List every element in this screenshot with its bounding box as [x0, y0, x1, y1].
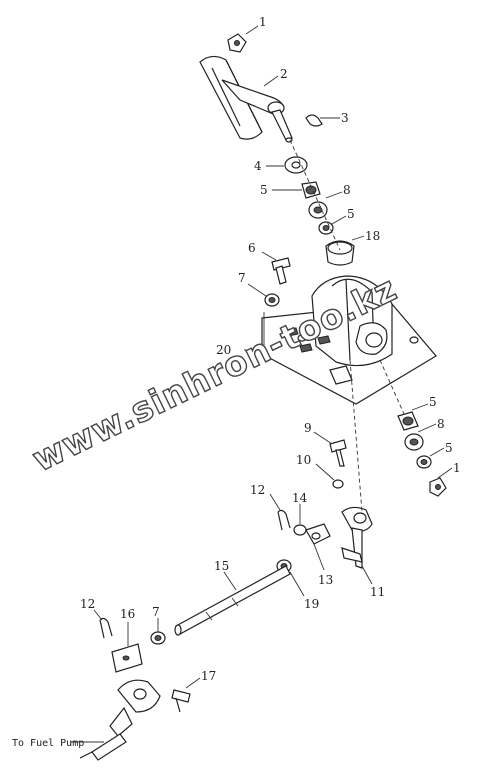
clip-1-right: [429, 477, 447, 497]
callout-6: 6: [248, 241, 256, 255]
callout-9: 9: [304, 421, 312, 435]
bolt-9: [329, 439, 347, 467]
pedal-shaft: [271, 109, 293, 143]
callout-16: 16: [120, 607, 135, 621]
nut-7: [264, 293, 280, 307]
nut-5-top: [301, 181, 321, 199]
callout-12-a: 12: [250, 483, 265, 497]
callout-5-d: 5: [445, 441, 453, 455]
callout-7-b: 7: [152, 605, 160, 619]
callout-2: 2: [280, 67, 288, 81]
cotter-pin-12-lower: [99, 617, 113, 639]
callout-15: 15: [214, 559, 229, 573]
callout-20: 20: [216, 343, 231, 357]
callout-8-b: 8: [437, 417, 445, 431]
fuel-pump-lever: [109, 679, 161, 737]
boot-18: [325, 240, 355, 266]
nut-5-right-bottom: [416, 455, 432, 469]
callout-5-c: 5: [429, 395, 437, 409]
callout-1-b: 1: [453, 461, 461, 475]
link-13: [305, 523, 331, 545]
callout-1: 1: [259, 15, 267, 29]
nut-7-lower: [150, 631, 166, 645]
nut-5-mid: [318, 221, 334, 235]
callout-12-b: 12: [80, 597, 95, 611]
cotter-pin-3: [305, 114, 323, 127]
callouts: 1 2 3 4 5 8 5 18 6 7 20 5 8 5 1 9 10 12 …: [12, 15, 461, 749]
callout-3: 3: [341, 111, 349, 125]
rod-15: [174, 565, 291, 636]
callout-4: 4: [254, 159, 262, 173]
callout-18: 18: [365, 229, 380, 243]
callout-11: 11: [370, 585, 385, 599]
callout-19: 19: [304, 597, 319, 611]
bushing-8-top: [308, 201, 328, 219]
pedal-clip: [227, 33, 247, 53]
fuel-pump-caption: To Fuel Pump: [12, 738, 84, 749]
callout-5-a: 5: [260, 183, 268, 197]
washer-10: [332, 479, 344, 489]
bolt-17: [171, 689, 191, 713]
bushing-8-right: [404, 433, 424, 451]
cotter-pin-12-upper: [277, 509, 291, 531]
washer-4: [284, 156, 308, 174]
fuel-pump-link: [79, 733, 127, 761]
callout-7-a: 7: [238, 271, 246, 285]
leader-lines: [70, 25, 453, 743]
nut-5-right-top: [397, 411, 419, 431]
callout-10: 10: [296, 453, 311, 467]
mounting-bracket-20: [261, 275, 437, 405]
lever-11: [341, 506, 373, 569]
nut-14: [293, 524, 307, 536]
callout-8-a: 8: [343, 183, 351, 197]
callout-17: 17: [201, 669, 216, 683]
block-16: [111, 643, 143, 673]
callout-14: 14: [292, 491, 308, 505]
callout-5-b: 5: [347, 207, 355, 221]
bolt-6: [271, 257, 291, 285]
callout-13: 13: [318, 573, 333, 587]
